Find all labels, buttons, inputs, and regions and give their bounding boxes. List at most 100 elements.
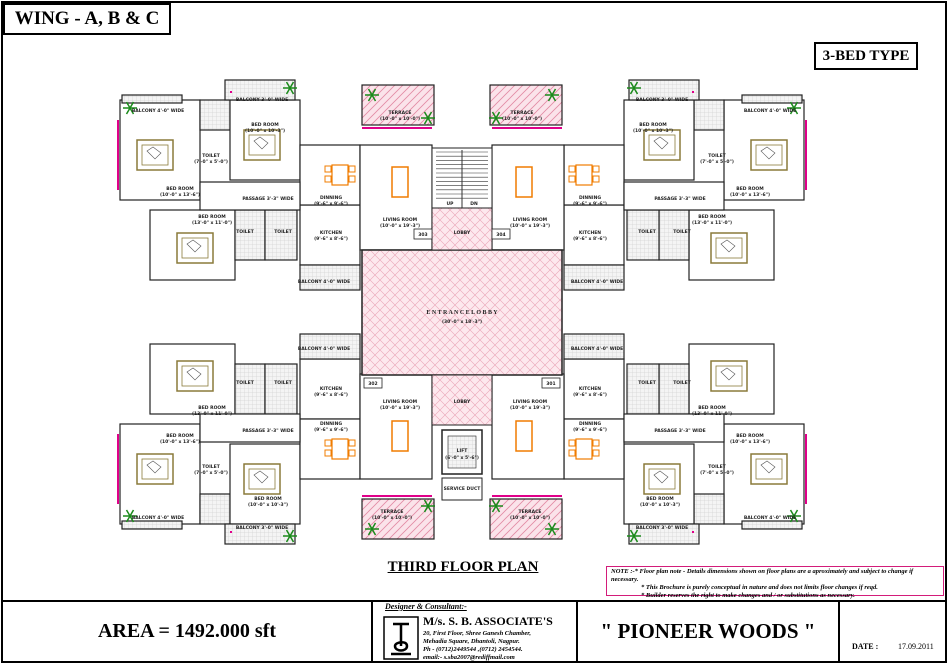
living-sofa-bl [391,420,409,452]
passage-label-tl: PASSAGE 3'-3" WIDE [242,196,293,202]
flat-number-301: 301 [546,381,555,387]
balcony-side-br [741,520,803,530]
toilet-label-tr3: TOILET [673,229,692,235]
kitchen-label-br: KITCHEN [579,386,601,392]
toilet-3-tr [626,209,660,261]
kitchen-size-br: (9'-6" x 8'-6") [573,392,607,398]
toilet-label-tl1: TOILET [202,153,221,159]
bed-room-size-bl2: (10'-0" x 13'-6") [160,439,200,445]
plant-d-br-leaf-4 [629,529,635,537]
plant-c-bl-leaf-2 [125,515,131,523]
balcony-kitchen-bl [299,333,361,360]
bed-room-label-br2: BED ROOM [736,433,764,439]
bed-c-tl-mattress [181,237,209,259]
bed-room-size-bl1: (10'-0" x 10'-3") [248,502,288,508]
plant-a-tr-leaf-5 [551,88,557,96]
dinning-bl [299,418,361,480]
plant-c-bl-leaf-4 [125,509,131,517]
toilet-size-tl1: (7'-0" x 5'-0") [194,159,228,165]
plant-c-tr-leaf-4 [789,101,795,109]
upper-lobby [431,207,493,251]
consultant-address-1: 20, First Floor, Shree Ganesh Chamber, [423,630,531,637]
passage-tl [199,181,301,211]
bed-b-tl-mattress [248,134,276,156]
balcony-label-bl3: BALCONY 4'-0" WIDE [298,346,350,352]
toilet-1-br [693,493,725,525]
plant-c-br-leaf-5 [793,509,799,517]
plant-b-tr-leaf-5 [495,111,501,119]
living-sofa-tl [391,166,409,198]
plant-d-br-leaf-2 [629,535,635,543]
toilet-size-bl1: (7'-0" x 5'-0") [194,470,228,476]
balcony-label-tr3: BALCONY 4'-0" WIDE [571,279,623,285]
balcony-label-bl1: BALCONY 4'-0" WIDE [132,515,184,521]
toilet-label-tl3: TOILET [274,229,293,235]
living-room-size-tr: (10'-0" x 19'-3") [510,223,550,229]
bed-room-size-tr2: (10'-0" x 13'-6") [730,192,770,198]
project-name: " PIONEER WOODS " [578,600,840,663]
dining-set-tl-chair-2 [348,165,356,173]
dining-set-bl-chair-3 [348,449,356,457]
bed-c-tr-linen [720,239,736,253]
stair-treads [436,150,488,208]
bed-room-size-tr3: (13'-0" x 11'-0") [692,220,732,226]
balcony-label-tl2: BALCONY 3'-0" WIDE [236,97,288,103]
dinning-tr [563,144,625,206]
terrace-size-bl: (10'-0" x 10'-0") [372,515,412,521]
service-duct-label: SERVICE DUCT [444,486,482,492]
bed-room-size-br1: (10'-0" x 10'-3") [640,502,680,508]
dining-set-bl-chair-0 [324,439,332,447]
balcony-kitchen-tr [563,264,625,291]
dining-set-tl-chair-3 [348,175,356,183]
dining-set-bl-chair-2 [348,439,356,447]
upper-lobby-label: LOBBY [454,230,471,236]
plant-b-br-leaf-4 [491,499,497,507]
plant-b-br-leaf-5 [495,499,501,507]
bed-a-bl-mattress [141,458,169,480]
balcony-label-br1: BALCONY 4'-0" WIDE [744,515,796,521]
balcony-label-tl3: BALCONY 4'-0" WIDE [298,279,350,285]
bed-room-label-tr1: BED ROOM [639,122,667,128]
dinning-size-br: (9'-6" x 9'-6") [573,427,607,433]
toilet-label-br3: TOILET [673,380,692,386]
plant-d-tl-leaf-4 [285,81,291,89]
plan-structure [117,79,807,545]
balcony-label-bl2: BALCONY 3'-0" WIDE [236,525,288,531]
plant-d-bl-leaf-1 [289,535,295,543]
flat-number-box-302 [363,377,383,389]
bed-room-2-tr [623,99,695,181]
flat-number-box-301 [541,377,561,389]
living-sofa-tr [515,166,533,198]
bed-room-1-bl [119,423,201,525]
plant-b-tr-leaf-4 [491,111,497,119]
plant-d-br-leaf-5 [633,529,639,537]
bed-room-label-tl1: BED ROOM [251,122,279,128]
living-room-label-tr: LIVING ROOM [513,217,548,223]
balcony-top-tr [628,79,700,101]
terrace-label-br: TERRACE [519,509,542,515]
balcony-label-br3: BALCONY 4'-0" WIDE [571,346,623,352]
bed-room-label-tr2: BED ROOM [736,186,764,192]
kitchen-label-bl: KITCHEN [320,386,342,392]
bed-room-size-tl2: (10'-0" x 13'-6") [160,192,200,198]
plant-a-bl-leaf-4 [367,522,373,530]
lift-label: LIFT [457,448,469,454]
bed-a-bl-linen [146,460,162,474]
entrance-lobby-label: E N T R A N C E L O B B Y [426,310,498,316]
plant-a-tl-leaf-2 [367,94,373,102]
consultant-name: M/s. S. B. ASSOCIATE'S [423,614,553,628]
bed-room-label-br3: BED ROOM [698,405,726,411]
bed-room-size-tl1: (10'-0" x 10'-3") [245,128,285,134]
terrace-size-tr: (10'-0" x 10'-0") [502,116,542,122]
dining-set-tl-chair-0 [324,165,332,173]
bed-b-br-linen [653,470,669,484]
plant-d-bl-leaf-2 [285,535,291,543]
dinning-label-bl: DINNING [320,421,342,427]
bed-c-tl-linen [186,239,202,253]
plant-a-tl-leaf-4 [367,88,373,96]
plant-d-tr-leaf-5 [633,81,639,89]
plant-a-br-leaf-4 [547,522,553,530]
plant-b-tl-leaf-4 [423,111,429,119]
living-room-size-br: (10'-0" x 19'-3") [510,405,550,411]
lower-lobby-label: LOBBY [454,399,471,405]
